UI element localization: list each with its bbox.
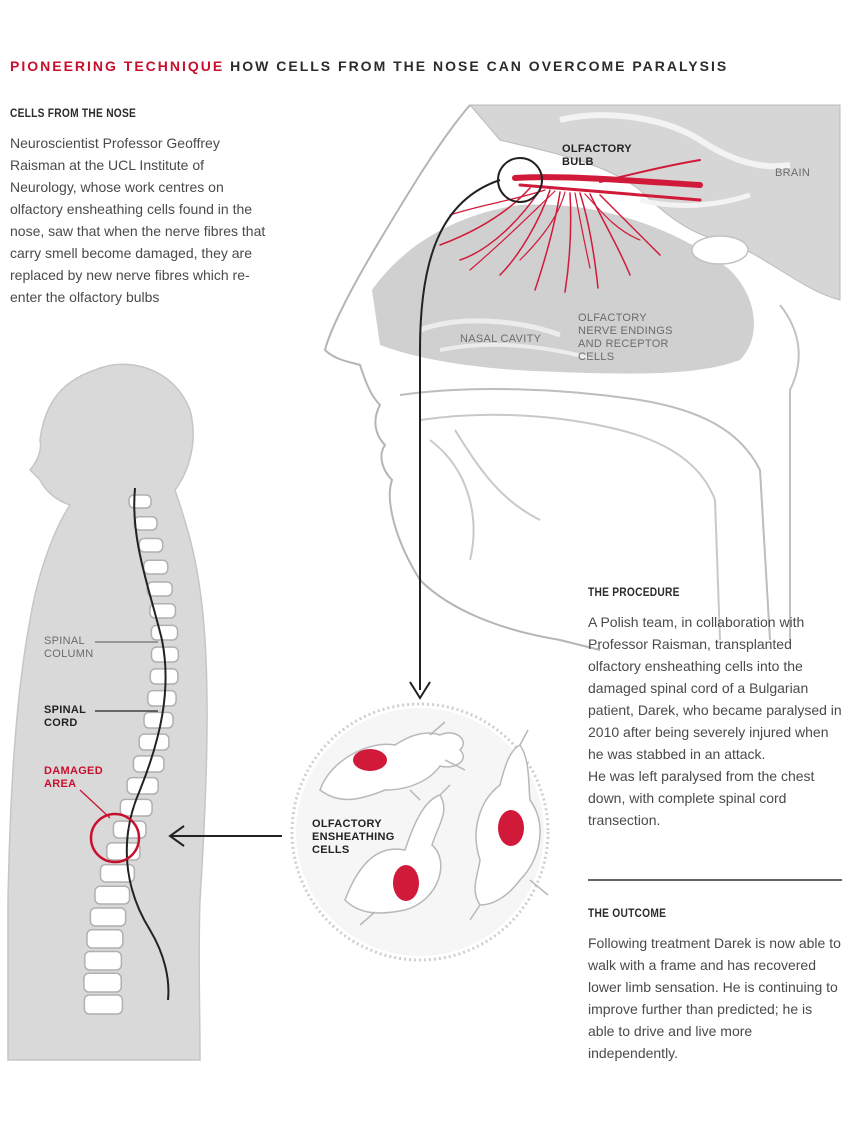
vertebra [143, 711, 174, 729]
vertebra [86, 929, 124, 949]
vertebra [94, 885, 131, 905]
label-brain: BRAIN [775, 167, 811, 179]
vertebra [128, 494, 152, 509]
outcome-heading: THE OUTCOME [588, 906, 667, 920]
procedure-paragraph-2: He was left paralysed from the chest dow… [588, 768, 815, 828]
label-damaged-area: DAMAGED AREA [44, 765, 103, 790]
vertebra [146, 581, 173, 597]
down-arrow-icon [409, 681, 431, 700]
label-nerve-endings: OLFACTORY NERVE ENDINGS AND RECEPTOR CEL… [578, 312, 673, 363]
head-cross-section [323, 100, 845, 660]
vertebra [84, 950, 123, 971]
procedure-paragraph-1: A Polish team, in collaboration with Pro… [588, 614, 842, 762]
left-arrow-icon [168, 825, 185, 847]
damaged-area-circle [89, 812, 141, 864]
headline: PIONEERING TECHNIQUE HOW CELLS FROM THE … [10, 58, 728, 74]
procedure-text: A Polish team, in collaboration with Pro… [588, 611, 842, 831]
spinal-cord-line [125, 487, 170, 1001]
label-spinal-column: SPINAL COLUMN [44, 635, 94, 660]
vertebra [147, 689, 177, 707]
olfactory-nerves [439, 159, 703, 293]
outcome-text: Following treatment Darek is now able to… [588, 935, 841, 1061]
vertebra [83, 972, 122, 993]
nasal-cavity-region [372, 204, 754, 374]
vertebra [99, 863, 136, 883]
intro-text: Neuroscientist Professor Geoffrey Raisma… [10, 135, 266, 305]
vertebra [149, 668, 179, 685]
headline-kicker: PIONEERING TECHNIQUE [10, 58, 225, 74]
cell-nucleus [393, 865, 419, 901]
label-spinal-cord: SPINAL CORD [44, 704, 86, 729]
vertebra [150, 624, 179, 641]
cell-nucleus [353, 749, 387, 771]
vertebra [89, 907, 127, 927]
magnifier-connector [409, 157, 543, 700]
label-olfactory-bulb: OLFACTORY BULB [562, 143, 632, 168]
label-cells: OLFACTORY ENSHEATHING CELLS [312, 818, 395, 856]
procedure-heading: THE PROCEDURE [588, 585, 680, 599]
headline-title: HOW CELLS FROM THE NOSE CAN OVERCOME PAR… [230, 58, 729, 74]
intro-heading: CELLS FROM THE NOSE [10, 106, 137, 120]
vertebra [142, 559, 169, 575]
cell-nucleus [498, 810, 524, 846]
label-nasal-cavity: NASAL CAVITY [460, 333, 542, 345]
vertebra [133, 515, 158, 531]
vertebra [138, 537, 164, 553]
cells-circle [290, 702, 550, 962]
vertebra [83, 994, 124, 1015]
